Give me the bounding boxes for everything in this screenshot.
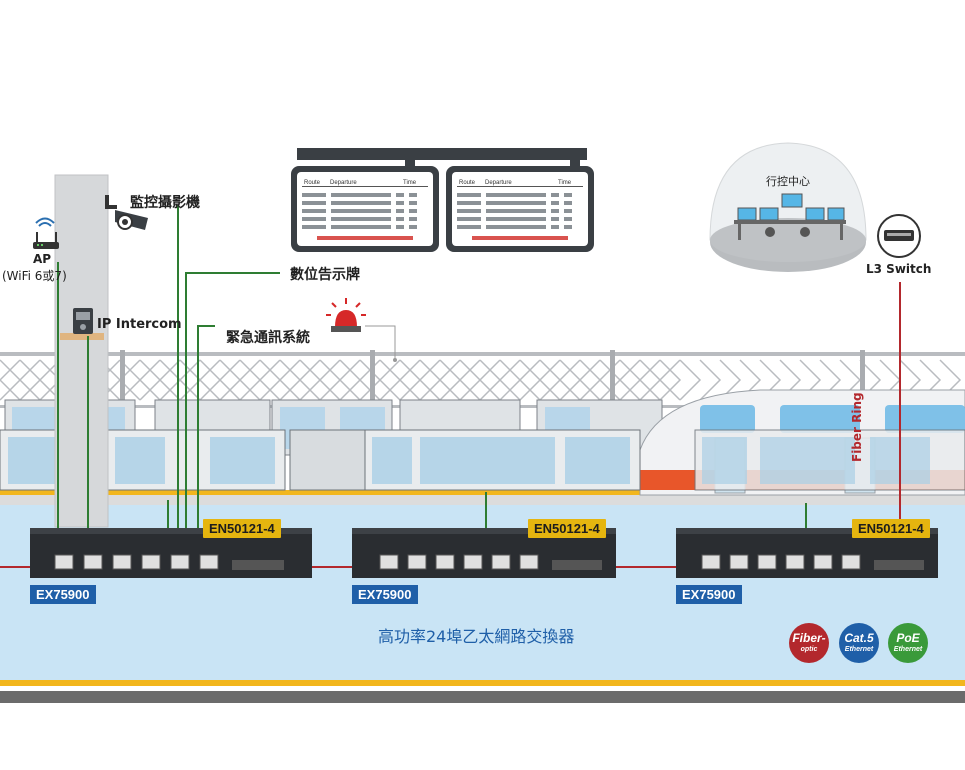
board2-col-route: Route: [459, 180, 476, 186]
l3-switch-icon: [877, 214, 921, 258]
board2-col-time: Time: [558, 180, 572, 186]
switch-1-cert: EN50121-4: [203, 519, 281, 538]
poe-badge-sub: Ethernet: [893, 646, 923, 653]
cat5-badge-sub: Ethernet: [844, 646, 874, 653]
board1-col-route: Route: [304, 180, 321, 186]
switch-1: [30, 528, 312, 578]
board2-col-departure: Departure: [485, 180, 512, 186]
platform-screen-doors-near: [0, 429, 965, 491]
intercom-label: IP Intercom: [97, 317, 182, 332]
fiber-ring-label: Fiber Ring: [850, 392, 864, 462]
platform-edge: [0, 691, 965, 703]
intercom-icon: [73, 308, 93, 334]
fiber-optic-badge: Fiber-optic: [789, 623, 829, 663]
departure-boards: Route Departure Time Route Departure Tim…: [291, 148, 594, 252]
control-center: [709, 142, 867, 272]
fiber-optic-badge-sub: optic: [800, 646, 818, 653]
main-caption: 高功率24埠乙太網路交換器: [378, 627, 575, 646]
platform-stripe-bottom: [0, 680, 965, 686]
fiber-optic-badge-title: Fiber-: [792, 631, 826, 645]
ap-label: AP: [33, 252, 52, 266]
cat5-badge-title: Cat.5: [844, 631, 874, 645]
ap-router-icon: [33, 217, 59, 249]
switch-3-cert: EN50121-4: [852, 519, 930, 538]
ap-sublabel: (WiFi 6或7): [2, 269, 67, 283]
pillar: [54, 174, 109, 528]
switch-3-model: EX75900: [676, 585, 742, 604]
platform-stripe-top: [0, 490, 965, 495]
ethernet-links: [57, 205, 807, 528]
display-label: 數位告示牌: [290, 267, 360, 283]
camera-icon: [105, 195, 148, 230]
board1-col-departure: Departure: [330, 180, 357, 186]
poe-badge-title: PoE: [896, 631, 920, 645]
emergency-beacon-icon: [326, 298, 366, 332]
switch-1-model: EX75900: [30, 585, 96, 604]
switch-3: [676, 528, 938, 578]
l3-switch-label: L3 Switch: [866, 262, 932, 276]
board1-col-time: Time: [403, 180, 417, 186]
beacon-link: [365, 325, 396, 358]
intercom-shelf: [60, 333, 104, 340]
switch-2-model: EX75900: [352, 585, 418, 604]
switch-2-cert: EN50121-4: [528, 519, 606, 538]
control-center-label: 行控中心: [766, 175, 810, 188]
camera-label: 監控攝影機: [130, 195, 200, 211]
fiber-links: [0, 282, 901, 568]
emergency-label: 緊急通訊系統: [226, 330, 310, 346]
